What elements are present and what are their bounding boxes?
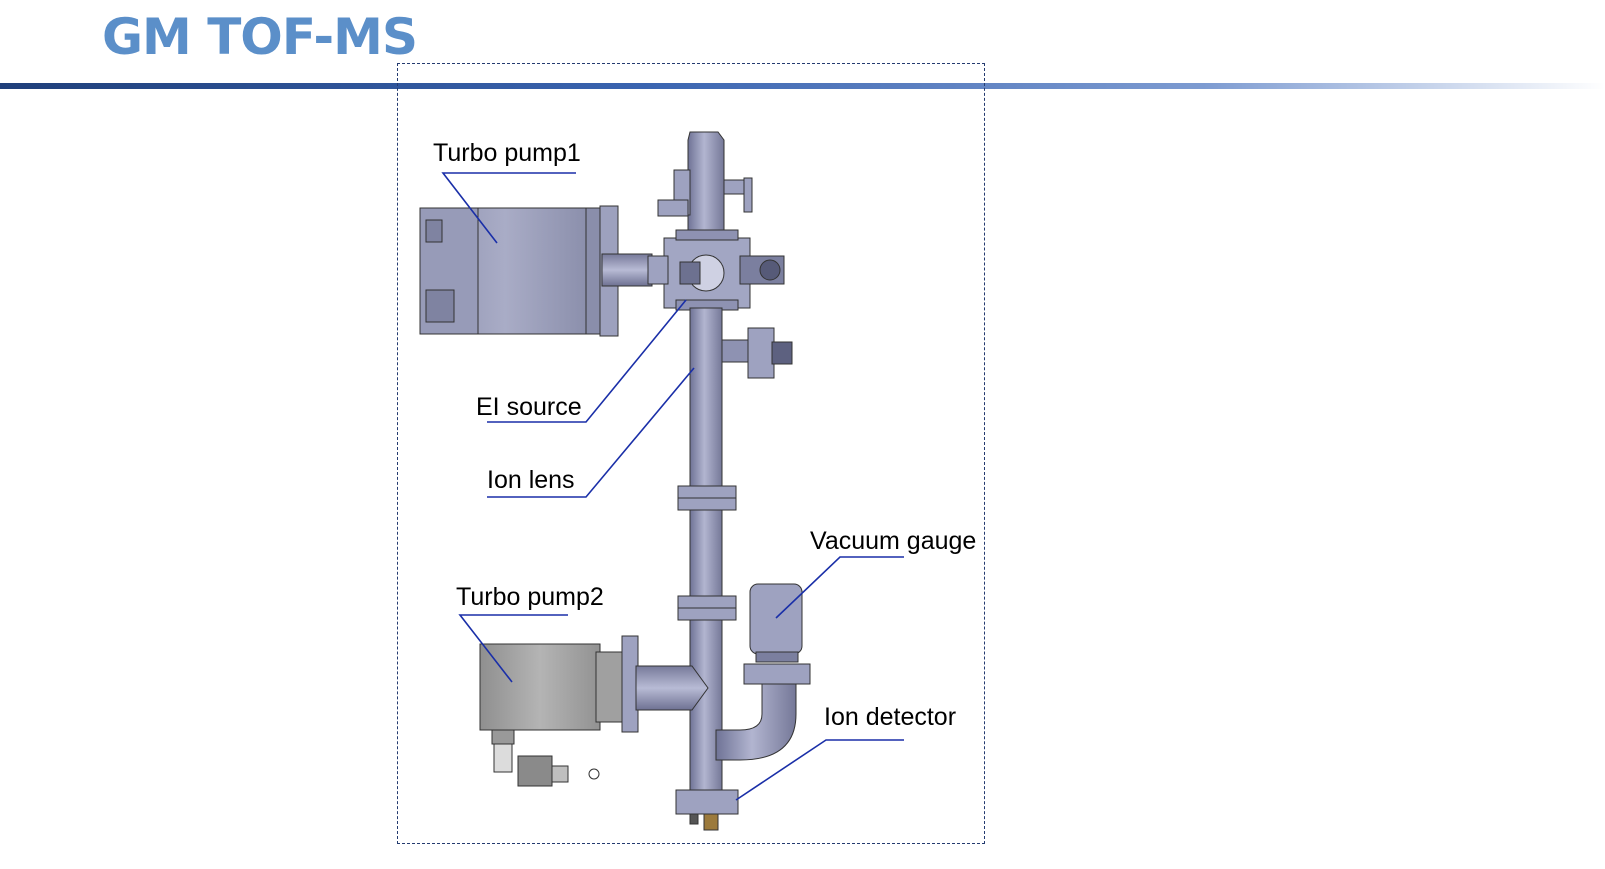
turbo-pump-1 bbox=[419, 205, 669, 337]
flight-tube bbox=[677, 307, 737, 791]
source-top-cap bbox=[657, 131, 753, 231]
label-turbo-pump1: Turbo pump1 bbox=[433, 139, 581, 167]
leader-ei-source bbox=[487, 299, 687, 423]
leader-vacuum-gauge bbox=[775, 556, 904, 619]
label-vacuum-gauge: Vacuum gauge bbox=[810, 527, 977, 555]
leader-lines bbox=[441, 172, 904, 801]
label-ion-lens: Ion lens bbox=[487, 466, 575, 494]
ion-detector bbox=[675, 789, 739, 831]
diagram-frame bbox=[397, 63, 985, 844]
label-ion-detector: Ion detector bbox=[824, 703, 957, 731]
vacuum-gauge bbox=[715, 583, 811, 761]
slide-title: GM TOF-MS bbox=[102, 8, 418, 66]
leader-turbo-pump1 bbox=[441, 172, 576, 244]
label-turbo-pump2: Turbo pump2 bbox=[456, 583, 604, 611]
leader-turbo-pump2 bbox=[458, 614, 568, 683]
leader-ion-detector bbox=[735, 739, 904, 801]
source-chamber bbox=[663, 229, 785, 311]
leader-ion-lens bbox=[487, 367, 695, 498]
turbo-pump-2 bbox=[479, 635, 709, 787]
title-underline-rule bbox=[0, 83, 1605, 89]
label-ei-source: EI source bbox=[476, 393, 582, 421]
